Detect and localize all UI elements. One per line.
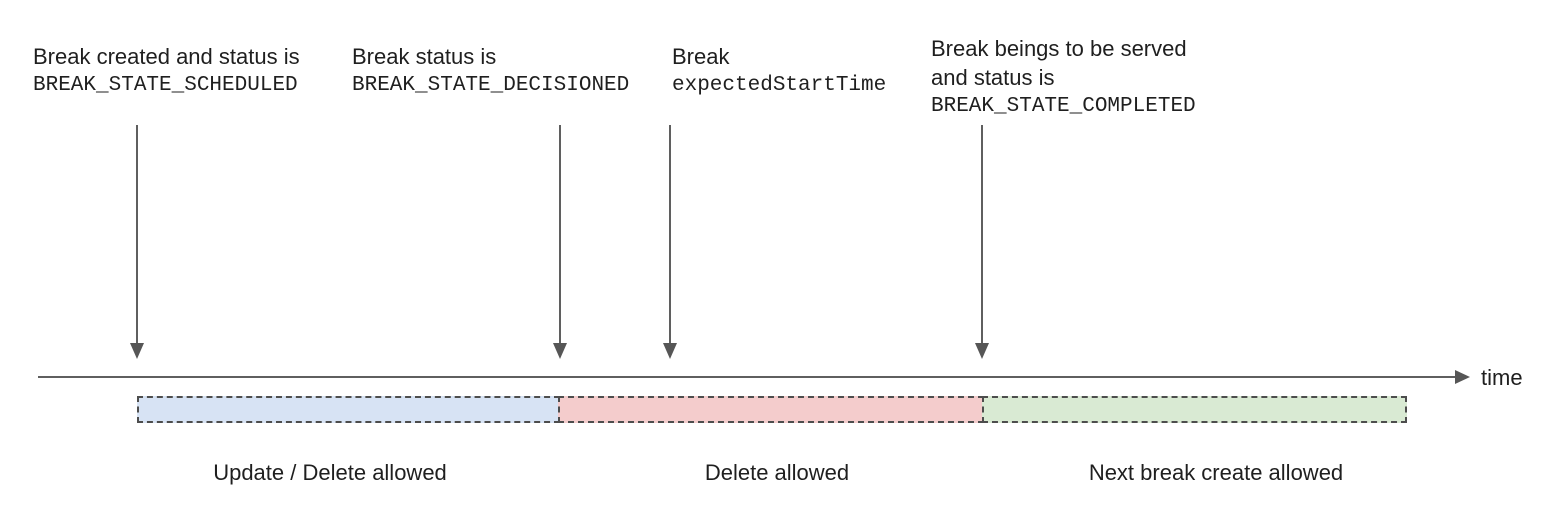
annotation-text: and status is [931, 65, 1055, 90]
arrow-down-icon [663, 343, 677, 359]
annotation-text: Break status is [352, 44, 497, 69]
segment-next-break-create-allowed [982, 396, 1407, 423]
segment-update-delete-allowed [137, 396, 560, 423]
timeline-axis [38, 376, 1458, 378]
annotation-break-created: Break created and status is BREAK_STATE_… [33, 42, 300, 100]
annotation-expected-start-time: Break expectedStartTime [672, 42, 886, 100]
annotation-text: Break [672, 44, 730, 69]
annotation-code-text: BREAK_STATE_SCHEDULED [33, 74, 298, 97]
arrow-shaft [136, 125, 138, 345]
segment-label-delete-allowed: Delete allowed [704, 460, 850, 485]
arrow-shaft [559, 125, 561, 345]
arrow-break-completed [975, 125, 989, 359]
arrow-down-icon [553, 343, 567, 359]
annotation-code-text: BREAK_STATE_COMPLETED [931, 95, 1196, 118]
annotation-code-text: expectedStartTime [672, 74, 887, 97]
segment-label-update-delete-allowed: Update / Delete allowed [213, 460, 447, 485]
arrow-break-created [130, 125, 144, 359]
arrow-down-icon [975, 343, 989, 359]
arrow-shaft [669, 125, 671, 345]
timeline-axis-label: time [1481, 365, 1523, 390]
arrow-break-decisioned [553, 125, 567, 359]
annotation-code-text: BREAK_STATE_DECISIONED [352, 74, 630, 97]
annotation-break-decisioned: Break status is BREAK_STATE_DECISIONED [352, 42, 629, 100]
annotation-break-completed: Break beings to be served and status is … [931, 34, 1196, 121]
annotation-text: Break created and status is [33, 44, 300, 69]
segment-delete-allowed [558, 396, 984, 423]
arrow-shaft [981, 125, 983, 345]
annotation-text: Break beings to be served [931, 36, 1187, 61]
segment-label-next-break-create-allowed: Next break create allowed [1088, 460, 1344, 485]
arrow-right-icon [1455, 370, 1470, 384]
arrow-expected-start-time [663, 125, 677, 359]
arrow-down-icon [130, 343, 144, 359]
